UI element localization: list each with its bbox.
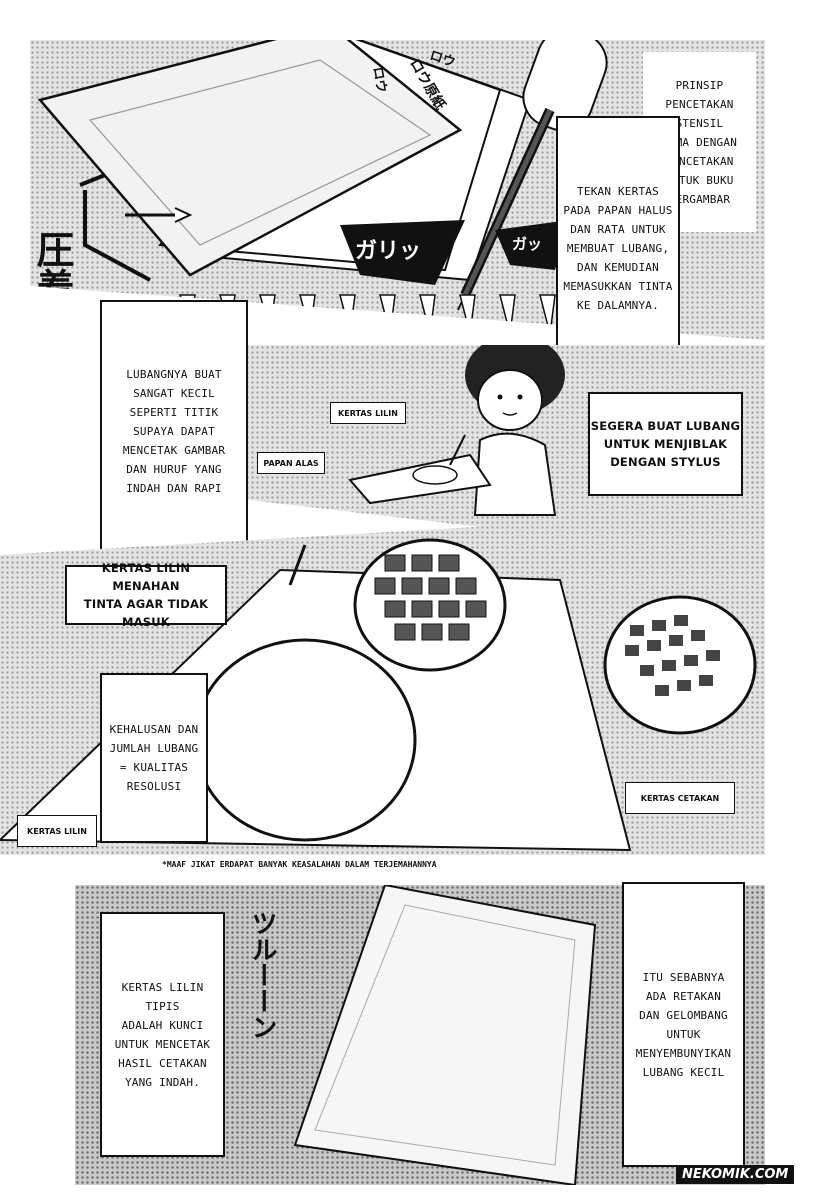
caption-cracks-waves: ITU SEBABNYA ADA RETAKAN DAN GELOMBANG U…	[622, 882, 745, 1167]
sfx-scratch-1: ガリッ	[355, 239, 422, 264]
sfx-slide: ツルーーン	[247, 910, 277, 1040]
label-base-board: PAPAN ALAS	[257, 452, 325, 474]
caption-small-holes: LUBANGNYA BUAT SANGAT KECIL SEPERTI TITI…	[100, 300, 248, 562]
sfx-scratch-2: ガッ	[512, 235, 543, 253]
girl-with-stylus-illustration	[348, 345, 565, 516]
translator-note: *MAAF JIKAT ERDAPAT BANYAK KEASALAHAN DA…	[162, 860, 437, 869]
caption-thin-wax-paper: KERTAS LILIN TIPIS ADALAH KUNCI UNTUK ME…	[100, 912, 225, 1157]
stencil-sheets-illustration	[37, 40, 608, 335]
speech-stylus: SEGERA BUAT LUBANG UNTUK MENJIBLAK DENGA…	[588, 392, 743, 496]
label-wax-paper-panel2: KERTAS LILIN	[330, 402, 406, 424]
caption-ink-blocking: KERTAS LILIN MENAHAN TINTA AGAR TIDAK MA…	[65, 561, 227, 629]
site-credit: NEKOMIK.COM	[676, 1165, 795, 1184]
label-wax-paper-panel3: KERTAS LILIN	[17, 815, 97, 847]
label-print-paper: KERTAS CETAKAN	[625, 782, 735, 814]
caption-press-paper: TEKAN KERTAS PADA PAPAN HALUS DAN RATA U…	[556, 116, 680, 380]
sfx-press-text: 圧着	[30, 230, 74, 306]
caption-resolution: KEHALUSAN DAN JUMLAH LUBANG = KUALITAS R…	[100, 673, 208, 843]
